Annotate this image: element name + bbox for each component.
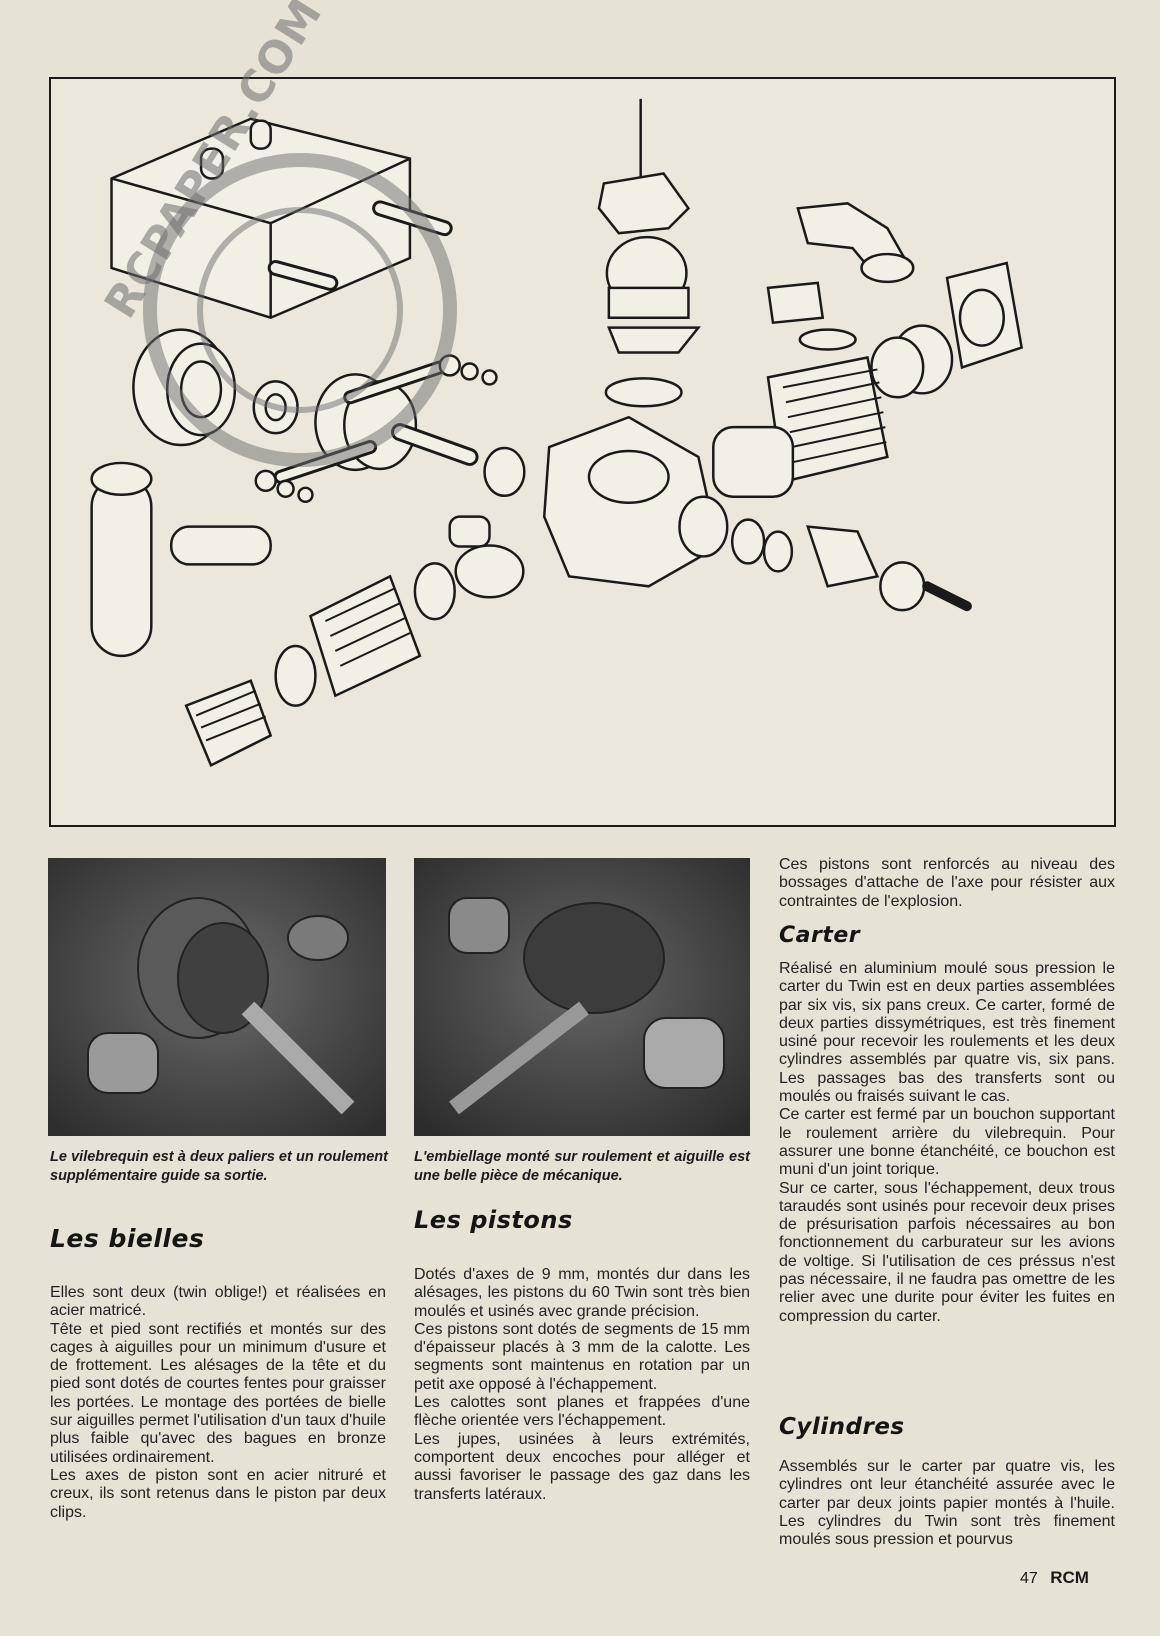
paragraph: Dotés d'axes de 9 mm, montés dur dans le… (414, 1266, 750, 1320)
section-body-carter: Réalisé en aluminium moulé sous pression… (779, 960, 1115, 1326)
crankshaft-photo (48, 858, 386, 1136)
section-heading-bielles: Les bielles (50, 1224, 205, 1253)
section-heading-pistons: Les pistons (414, 1206, 573, 1234)
paragraph: Réalisé en aluminium moulé sous pression… (779, 960, 1115, 1106)
paragraph: Les jupes, usinées à leurs extrémités, c… (414, 1430, 750, 1503)
paragraph: Ces pistons sont dotés de segments de 15… (414, 1320, 750, 1393)
paragraph: Elles sont deux (twin oblige!) et réalis… (50, 1284, 386, 1320)
section-body-bielles: Elles sont deux (twin oblige!) et réalis… (50, 1284, 386, 1522)
paragraph: Les calottes sont planes et frappées d'u… (414, 1394, 750, 1430)
paragraph: Les axes de piston sont en acier nitruré… (50, 1466, 386, 1521)
paragraph: Tête et pied sont rectifiés et montés su… (50, 1320, 386, 1466)
page-footer: 47 RCM (1020, 1568, 1089, 1588)
photo-caption-crankshaft: Le vilebrequin est à deux paliers et un … (50, 1149, 388, 1184)
section-heading-carter: Carter (779, 923, 861, 948)
page-number: 47 (1020, 1570, 1038, 1587)
section-body-intro: Ces pistons sont renforcés au niveau des… (779, 856, 1115, 911)
paragraph: Assemblés sur le carter par quatre vis, … (779, 1458, 1115, 1549)
photo-caption-connecting-rod: L'embiellage monté sur roulement et aigu… (414, 1149, 750, 1184)
paragraph: Ce carter est fermé par un bouchon suppo… (779, 1106, 1115, 1179)
section-heading-cylindres: Cylindres (779, 1414, 905, 1440)
paragraph: Sur ce carter, sous l'échappement, deux … (779, 1179, 1115, 1325)
paragraph: Ces pistons sont renforcés au niveau des… (779, 856, 1115, 910)
magazine-name: RCM (1050, 1568, 1089, 1587)
section-body-pistons: Dotés d'axes de 9 mm, montés dur dans le… (414, 1266, 750, 1504)
section-body-cylindres: Assemblés sur le carter par quatre vis, … (779, 1458, 1115, 1549)
connecting-rod-photo (414, 858, 750, 1136)
